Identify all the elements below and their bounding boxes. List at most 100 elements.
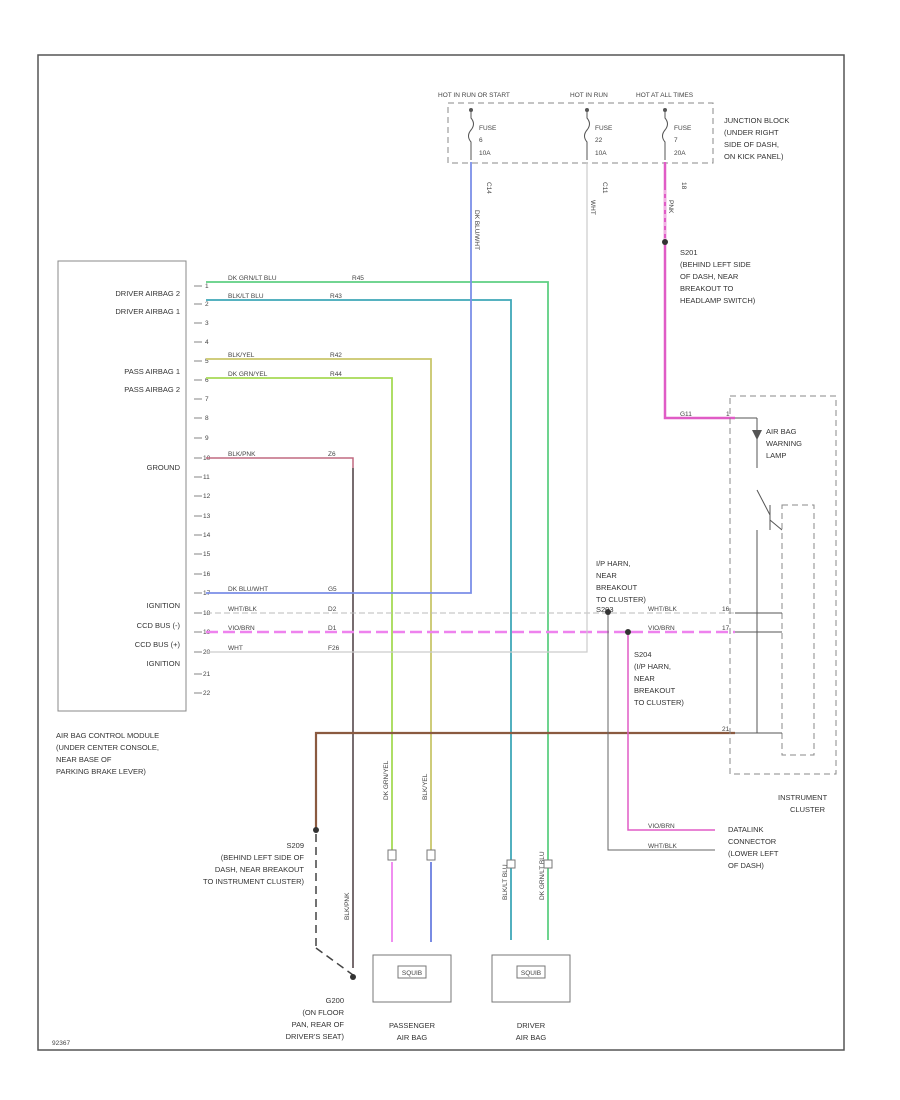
warning-lamp-icon bbox=[752, 430, 762, 440]
wire-color-label-8: VIO/BRN bbox=[228, 625, 255, 632]
pin-6: 6 bbox=[205, 377, 209, 384]
pin-21: 21 bbox=[203, 671, 211, 678]
wire-vertical-label-pass-1: DK GRN/YEL bbox=[383, 760, 390, 800]
s203-label: S203 bbox=[596, 605, 614, 614]
fuse-number-1: 6 bbox=[479, 137, 483, 144]
s204-label-3: NEAR bbox=[634, 674, 655, 683]
wire-datalink-wht bbox=[607, 612, 715, 851]
passenger-air-bag: SQUIB PASSENGER AIR BAG bbox=[372, 954, 452, 1042]
s209-label-2: (BEHIND LEFT SIDE OF bbox=[221, 853, 305, 862]
module-label-pass-airbag-1: PASS AIRBAG 1 bbox=[124, 367, 180, 376]
circuit-code-3: 18 bbox=[680, 182, 687, 190]
wire-blk-yel bbox=[206, 358, 432, 852]
wire-code-label-8: D1 bbox=[328, 625, 337, 632]
circuit-code-1: C14 bbox=[485, 182, 492, 194]
g200-label-1: G200 bbox=[326, 996, 344, 1005]
passenger-air-bag-label-2: AIR BAG bbox=[397, 1033, 428, 1042]
fuse-name-3: FUSE bbox=[674, 125, 692, 132]
g200-label-2: (ON FLOOR bbox=[302, 1008, 344, 1017]
ip-harn-label-4: TO CLUSTER) bbox=[596, 595, 646, 604]
diagram-code: 92367 bbox=[52, 1040, 70, 1047]
pin-ticks bbox=[194, 285, 202, 694]
module-name-line-3: NEAR BASE OF bbox=[56, 755, 112, 764]
pin-11: 11 bbox=[203, 474, 210, 481]
splice-s204-dot bbox=[625, 629, 631, 635]
passenger-air-bag-box bbox=[372, 954, 452, 1003]
pin-7: 7 bbox=[205, 396, 209, 403]
cluster-outline bbox=[729, 395, 837, 775]
wire-dkgrn-yel bbox=[206, 377, 393, 852]
cluster-inner-module bbox=[781, 504, 815, 756]
wire-vertical-label-wht: WHT bbox=[589, 200, 596, 215]
s201-label-2: (BEHIND LEFT SIDE bbox=[680, 260, 751, 269]
pin-2: 2 bbox=[205, 301, 209, 308]
wire-wht bbox=[206, 162, 588, 653]
wire-code-label-7: D2 bbox=[328, 606, 337, 613]
junction-block-label-3: SIDE OF DASH, bbox=[724, 140, 779, 149]
cluster-wire-label-pin-21: 21 bbox=[722, 726, 730, 733]
wire-color-label-7: WHT/BLK bbox=[228, 606, 258, 613]
module-label-ccd-bus-pos: CCD BUS (+) bbox=[135, 640, 181, 649]
datalink-wire-label-vio: VIO/BRN bbox=[648, 823, 675, 830]
pin-14: 14 bbox=[203, 532, 211, 539]
junction-block-label-1: JUNCTION BLOCK bbox=[724, 116, 789, 125]
datalink-label-1: DATALINK bbox=[728, 825, 764, 834]
pin-8: 8 bbox=[205, 415, 209, 422]
pin-5: 5 bbox=[205, 358, 209, 365]
wire-dkgrn-ltblu bbox=[206, 281, 549, 940]
fuse-rating-2: 10A bbox=[595, 150, 607, 157]
fuse-header-3: HOT AT ALL TIMES bbox=[636, 92, 694, 99]
module-label-pass-airbag-2: PASS AIRBAG 2 bbox=[124, 385, 180, 394]
cluster-wire-label-wht: WHT/BLK bbox=[648, 606, 678, 613]
datalink-wire-label-wht: WHT/BLK bbox=[648, 843, 678, 850]
fuse-rating-3: 20A bbox=[674, 150, 686, 157]
wire-pnk bbox=[663, 162, 735, 420]
s204-label-2: (I/P HARN, bbox=[634, 662, 671, 671]
module-label-ignition: IGNITION bbox=[147, 601, 180, 610]
ip-harn-label-1: I/P HARN, bbox=[596, 559, 630, 568]
junction-block-label-2: (UNDER RIGHT bbox=[724, 128, 779, 137]
wire-color-label-4: DK GRN/YEL bbox=[228, 371, 268, 378]
module-name-line-4: PARKING BRAKE LEVER) bbox=[56, 767, 146, 776]
ip-harn-label-2: NEAR bbox=[596, 571, 617, 580]
splice-s203-dot bbox=[605, 609, 611, 615]
s209-label-1: S209 bbox=[286, 841, 304, 850]
datalink-label-2: CONNECTOR bbox=[728, 837, 777, 846]
junction-block-outline bbox=[447, 102, 714, 164]
air-bag-control-module: DRIVER AIRBAG 2 DRIVER AIRBAG 1 PASS AIR… bbox=[56, 260, 187, 776]
wire-blk-pnk bbox=[206, 457, 354, 968]
cluster-wire-label-pin-1: 1 bbox=[726, 411, 730, 418]
wire-blk-ltblu bbox=[206, 299, 512, 940]
wire-vertical-label-drv-1: BLK/LT BLU bbox=[502, 864, 509, 900]
driver-squib-label: SQUIB bbox=[521, 970, 541, 977]
wire-color-label-2: BLK/LT BLU bbox=[228, 293, 264, 300]
splice-labels: S201 (BEHIND LEFT SIDE OF DASH, NEAR BRE… bbox=[203, 248, 756, 1041]
junction-block-label-4: ON KICK PANEL) bbox=[724, 152, 784, 161]
wire-code-label-3: R42 bbox=[330, 352, 342, 359]
pin-13: 13 bbox=[203, 513, 211, 520]
instrument-cluster: AIR BAG WARNING LAMP INSTRUMENT CLUSTER bbox=[729, 395, 837, 814]
wire-code-label-1: R45 bbox=[352, 275, 364, 282]
module-label-ccd-bus-neg: CCD BUS (-) bbox=[137, 621, 181, 630]
wire-brown-ground bbox=[314, 731, 735, 830]
fuse-header-1: HOT IN RUN OR START bbox=[438, 92, 510, 99]
s201-label-3: OF DASH, NEAR bbox=[680, 272, 739, 281]
fuse-name-2: FUSE bbox=[595, 125, 613, 132]
s204-label-5: TO CLUSTER) bbox=[634, 698, 684, 707]
module-label-driver-airbag-2: DRIVER AIRBAG 2 bbox=[115, 289, 180, 298]
wire-vertical-label-dkblu: DK BLU/WHT bbox=[473, 210, 480, 250]
wire-color-label-3: BLK/YEL bbox=[228, 352, 255, 359]
pin-3: 3 bbox=[205, 320, 209, 327]
s201-label-4: BREAKOUT TO bbox=[680, 284, 734, 293]
s201-label-1: S201 bbox=[680, 248, 698, 257]
fuse-number-2: 22 bbox=[595, 137, 603, 144]
circuit-code-2: C11 bbox=[601, 182, 608, 194]
cluster-wire-label-pin-17: 17 bbox=[722, 625, 730, 632]
g200-label-4: DRIVER'S SEAT) bbox=[286, 1032, 345, 1041]
module-name-line-1: AIR BAG CONTROL MODULE bbox=[56, 731, 159, 740]
module-box bbox=[57, 260, 187, 712]
wire-vertical-label-pass-2: BLK/YEL bbox=[422, 773, 429, 800]
splice-s201-dot bbox=[662, 239, 668, 245]
module-label-ignition-2: IGNITION bbox=[147, 659, 180, 668]
fuse-rating-1: 10A bbox=[479, 150, 491, 157]
